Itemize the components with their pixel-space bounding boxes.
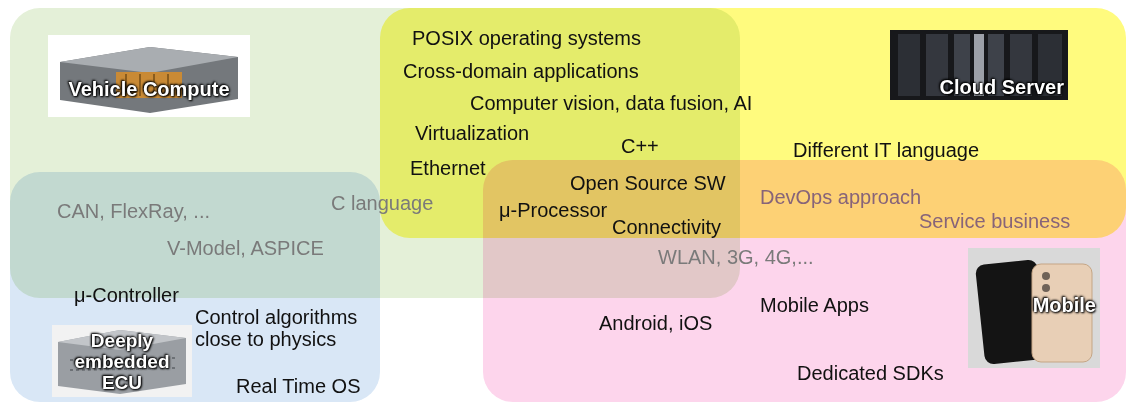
- area-label: Control algorithms close to physics: [195, 306, 380, 350]
- area-label: Different IT language: [793, 138, 979, 162]
- region-title: Mobile: [968, 295, 1100, 316]
- area-label: Dedicated SDKs: [797, 361, 944, 385]
- area-label: Cross-domain applications: [403, 59, 639, 83]
- area-label: Android, iOS: [599, 311, 712, 335]
- area-label: μ-Controller: [74, 283, 179, 307]
- region-title: Vehicle Compute: [48, 79, 250, 100]
- area-label: CAN, FlexRay, ...: [57, 199, 210, 223]
- area-label: Mobile Apps: [760, 293, 869, 317]
- area-label: Open Source SW: [570, 171, 726, 195]
- region-title: Cloud Server: [890, 77, 1068, 98]
- area-label: WLAN, 3G, 4G,...: [658, 245, 814, 269]
- area-label: Real Time OS: [236, 374, 360, 398]
- area-label: Connectivity: [612, 215, 721, 239]
- area-label: μ-Processor: [499, 198, 607, 222]
- area-label: Ethernet: [410, 156, 486, 180]
- area-label: Service business: [919, 209, 1070, 233]
- area-label: Virtualization: [415, 121, 529, 145]
- area-label: DevOps approach: [760, 185, 921, 209]
- area-label: C language: [331, 191, 433, 215]
- area-label: V-Model, ASPICE: [167, 236, 324, 260]
- area-label: C++: [621, 134, 659, 158]
- region-title: Deeply embedded ECU: [52, 330, 192, 393]
- area-label: Computer vision, data fusion, AI: [470, 91, 752, 115]
- area-label: POSIX operating systems: [412, 26, 641, 50]
